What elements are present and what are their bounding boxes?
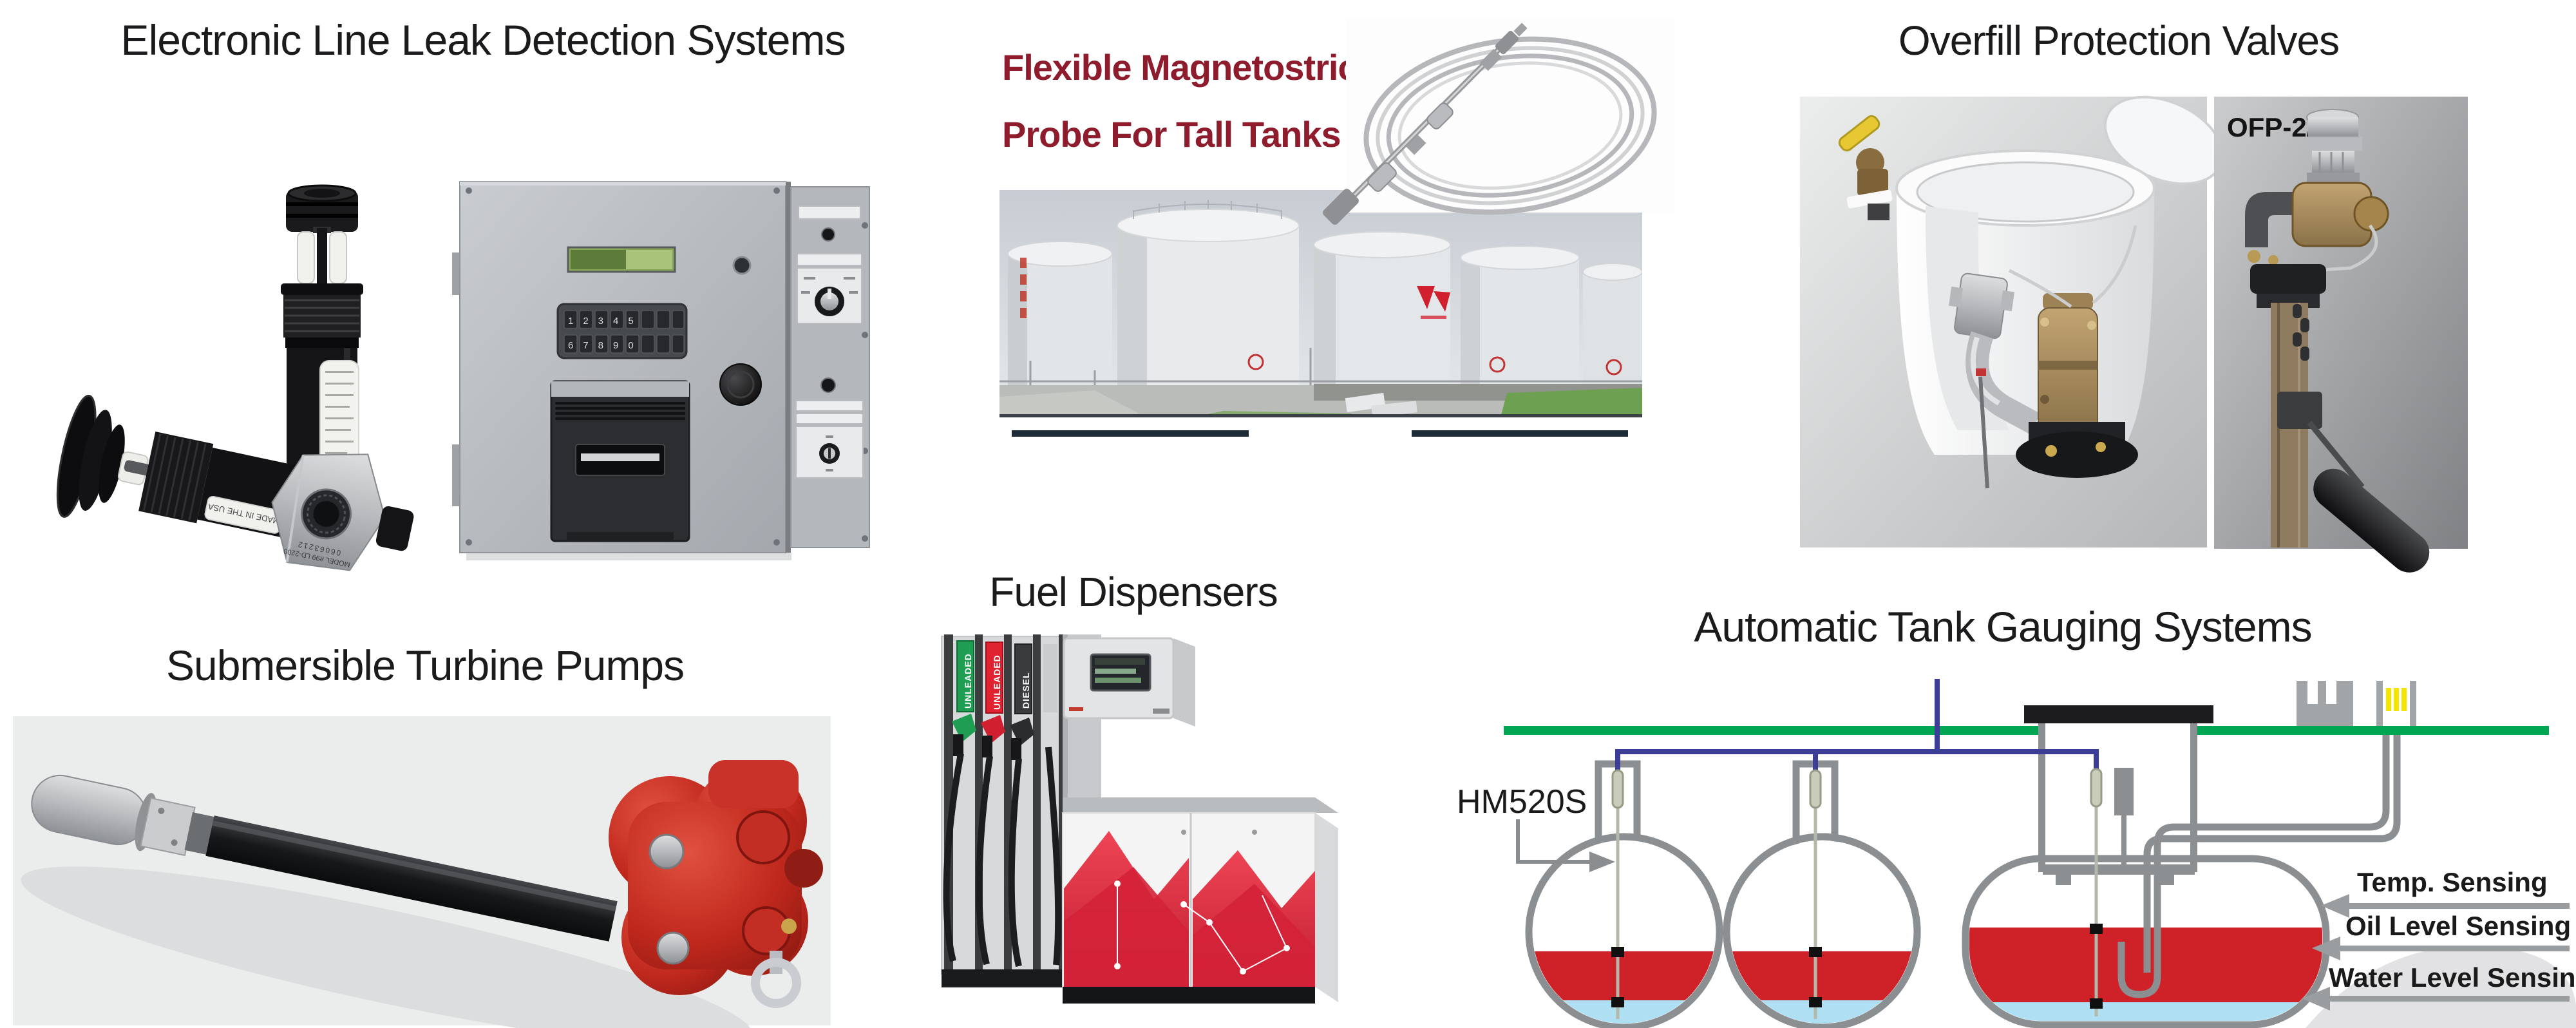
magnetostrictive-probes xyxy=(1611,768,2103,1019)
title-submersible-pumps: Submersible Turbine Pumps xyxy=(166,642,685,689)
fuel-dispenser-figure: UNLEADED UNLEADED DIESEL xyxy=(941,634,1338,1004)
probe-callout-line xyxy=(1516,819,1589,864)
riser-sensor xyxy=(2114,768,2134,815)
stp-figure xyxy=(13,716,831,1028)
station-icon xyxy=(2297,681,2416,726)
ofp-float xyxy=(2313,468,2430,573)
ball-valve-yellow-handle[interactable] xyxy=(1837,114,1893,220)
ground-line-right xyxy=(2197,726,2549,735)
fuel-nozzles[interactable] xyxy=(952,714,1034,760)
fuel-hoses xyxy=(943,747,1062,967)
nozzle-holster-panel: UNLEADED UNLEADED DIESEL xyxy=(941,634,1068,987)
title-leak-detection: Electronic Line Leak Detection Systems xyxy=(120,16,846,64)
temp-sensing-label: Temp. Sensing xyxy=(2357,867,2548,897)
door-constellation-lines xyxy=(1117,884,1287,972)
ground-mound xyxy=(2306,946,2576,1028)
ofp-camlock xyxy=(2304,109,2362,183)
leak-sensor-upright xyxy=(281,184,363,533)
price-sign-icon xyxy=(2386,688,2407,711)
sensing-annotations: Temp. Sensing Oil Level Sensing Water Le… xyxy=(2302,867,2576,1011)
console-printer xyxy=(550,380,690,542)
title-overfill-valves: Overfill Protection Valves xyxy=(1898,17,2340,64)
nozzle-label-unleaded-red: UNLEADED xyxy=(992,654,1002,710)
probe-callout-arrowhead xyxy=(1589,852,1615,872)
pump-head-red xyxy=(609,760,823,1008)
overfill-valves-figure: OFP-2/1 xyxy=(1800,95,2468,573)
unleaded-red-card xyxy=(985,642,1003,714)
title-atg-systems: Automatic Tank Gauging Systems xyxy=(1694,603,2312,651)
keypad-row2-digits: 67890 xyxy=(568,340,643,351)
ofp-brass-body xyxy=(2245,182,2389,274)
bronze-overfill-valve xyxy=(2038,293,2098,435)
tank1-oil xyxy=(1533,951,1716,1000)
underline-bar-right xyxy=(1412,430,1628,437)
unleaded-green-card xyxy=(956,640,974,712)
leak-sensor-angled: MADE IN THE USA MODEL #99 LD-2200 060632… xyxy=(56,394,414,571)
underline-bar-left xyxy=(1012,430,1249,437)
tank-farm-photo xyxy=(999,190,1642,417)
manhole-cover xyxy=(2024,705,2213,723)
probe-model-label: HM520S xyxy=(1457,783,1587,821)
pump-column-pipe xyxy=(31,774,618,942)
tank3-flange xyxy=(2043,864,2195,875)
atg-diagram: HM520S Temp. Sensing Oil Level Sensing W… xyxy=(1457,679,2576,1028)
console-keypad[interactable]: 12345 67890 xyxy=(556,303,688,359)
tank2-oil xyxy=(1730,951,1913,1000)
keypad-row1-digits: 12345 xyxy=(568,316,643,327)
overfill-sump-photo xyxy=(1800,95,2224,547)
overfill-ofp-photo: OFP-2/1 xyxy=(2214,97,2468,573)
data-cable xyxy=(1615,679,2099,772)
coiled-probe-image xyxy=(1323,18,1674,225)
title-flex-probe-line2: Probe For Tall Tanks xyxy=(1002,114,1341,155)
console-lcd-display xyxy=(567,246,676,273)
dispenser-cabinet xyxy=(1062,797,1338,1004)
console-black-knob[interactable] xyxy=(719,363,762,406)
leak-detection-figure: MADE IN THE USA MODEL #99 LD-2200 060632… xyxy=(56,181,870,571)
console-side-panel xyxy=(795,205,864,479)
leak-control-console: 12345 67890 xyxy=(452,181,870,560)
tank3-water xyxy=(1969,1002,2322,1021)
flex-probe-figure xyxy=(999,18,1674,437)
ground-line-left xyxy=(1504,726,2038,735)
console-round-port xyxy=(732,256,752,275)
nozzle-label-unleaded-green: UNLEADED xyxy=(963,653,973,709)
tank-logo xyxy=(1417,286,1450,319)
lifting-eye-bolt xyxy=(751,958,801,1008)
probe-rod xyxy=(1323,23,1528,225)
water-level-sensing-label: Water Level Sensing xyxy=(2329,962,2576,993)
product-pipes xyxy=(2117,735,2401,998)
title-fuel-dispensers: Fuel Dispensers xyxy=(989,569,1278,615)
oil-level-sensing-label: Oil Level Sensing xyxy=(2345,911,2571,941)
ofp-float-assembly xyxy=(2277,304,2430,573)
foreground-manifold xyxy=(1345,392,1417,417)
diesel-card xyxy=(1014,643,1032,714)
nozzle-label-diesel: DIESEL xyxy=(1021,672,1031,709)
